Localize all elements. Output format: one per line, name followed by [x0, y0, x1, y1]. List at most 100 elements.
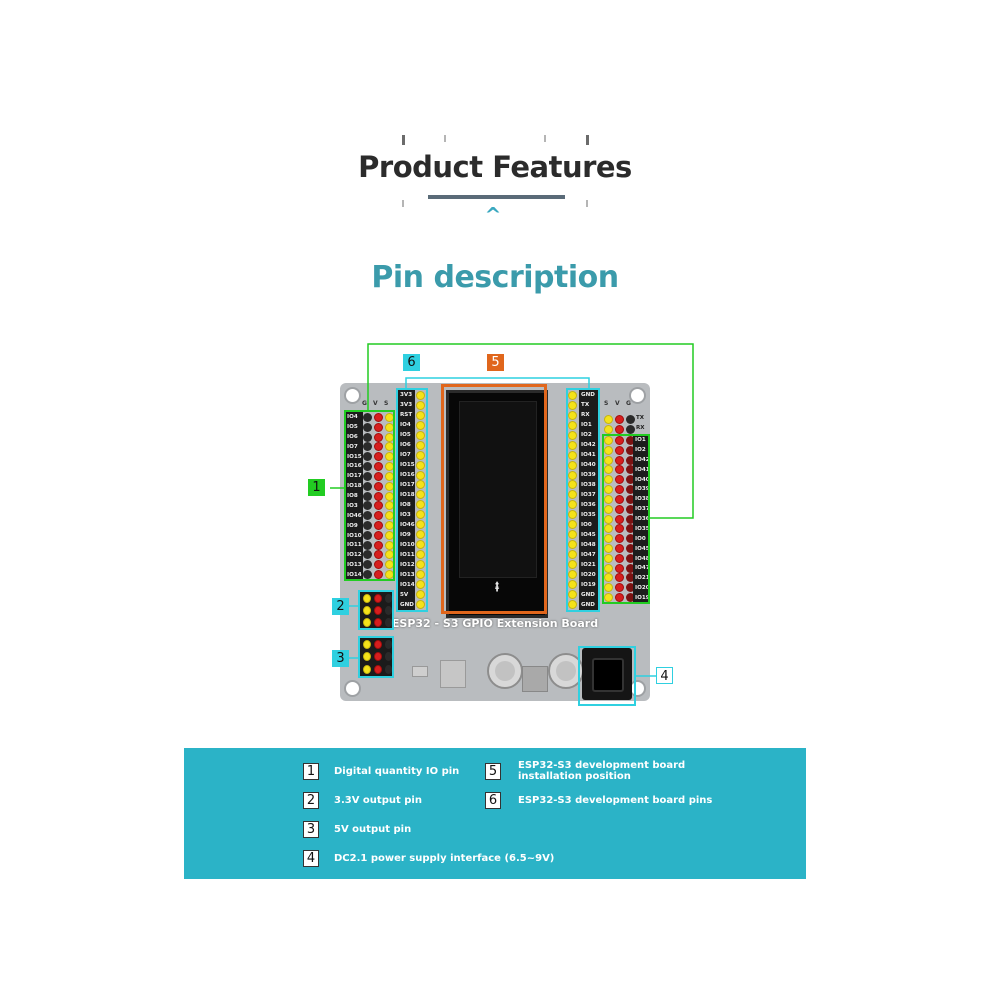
uart-header: TX RX [604, 415, 648, 435]
header-pin [568, 440, 577, 450]
pin-label: GND [581, 392, 595, 398]
section-title: Pin description [371, 260, 619, 295]
pin-label: IO2 [635, 446, 646, 453]
header-pin [615, 436, 624, 445]
header-pin [615, 543, 624, 553]
header-pin [604, 514, 613, 524]
pin-label: IO5 [400, 432, 411, 438]
pin-label: IO9 [400, 532, 411, 538]
header-pin [416, 530, 425, 540]
header-pin [363, 442, 372, 452]
header-pin [416, 480, 425, 490]
header-pin [615, 445, 624, 455]
header-pin [363, 530, 372, 540]
pin-label: IO1 [581, 422, 592, 428]
header-pin [626, 455, 635, 465]
header-pin [363, 491, 372, 501]
header-pin [416, 520, 425, 530]
pin-label: IO11 [347, 542, 362, 549]
legend-text: 5V output pin [334, 824, 412, 835]
header-pin [604, 524, 613, 534]
header-pin [416, 599, 425, 609]
header-pin [604, 534, 613, 544]
header-pin [568, 569, 577, 579]
header-pin [363, 501, 372, 511]
left-gpio-gnd-pins [363, 413, 372, 579]
pin-label: IO12 [347, 552, 362, 559]
pin-label: IO16 [347, 463, 362, 470]
header-pin [363, 452, 372, 462]
header-pin [374, 550, 383, 560]
header-pin [604, 553, 613, 563]
regulator [440, 660, 466, 688]
header-letter: S [384, 400, 389, 407]
header-tick [586, 200, 588, 207]
header-pin [626, 445, 635, 455]
header-pin [416, 400, 425, 410]
header-pin [374, 560, 383, 570]
header-pin [568, 500, 577, 510]
header-pin [374, 511, 383, 521]
pin-label: IO0 [581, 522, 592, 528]
pin-label: IO10 [400, 542, 415, 548]
pin-label: IO37 [635, 506, 649, 513]
header-pin [363, 520, 372, 530]
pin-label: TX [581, 402, 590, 408]
header-pin [626, 583, 635, 593]
header-pin [363, 540, 372, 550]
header-pin [568, 520, 577, 530]
header-pin [615, 553, 624, 563]
callout-2-box [358, 590, 394, 630]
header-tick [402, 200, 404, 207]
header-pin [604, 475, 613, 485]
legend-text: ESP32-S3 development board pins [518, 795, 713, 806]
header-pin [374, 570, 383, 579]
header-letter: V [373, 400, 378, 407]
pin-label: 3V3 [400, 402, 413, 408]
header-pin [374, 442, 383, 452]
header-pin [604, 504, 613, 514]
pin-label: IO46 [400, 522, 415, 528]
callout-3-box [358, 636, 394, 678]
header-pin [568, 470, 577, 480]
header-pin [604, 445, 613, 455]
header-pin [363, 462, 372, 472]
header-pin [416, 460, 425, 470]
pin-label: IO12 [400, 562, 415, 568]
pin-label: IO47 [581, 552, 596, 558]
header-pin [626, 524, 635, 534]
pin-label: IO45 [581, 532, 596, 538]
header-pin [416, 450, 425, 460]
legend-text: 3.3V output pin [334, 795, 422, 806]
pin-label: IO36 [635, 516, 649, 522]
header-pin [604, 593, 613, 602]
pin-label: IO41 [635, 466, 649, 473]
pin-label: 5V [400, 592, 409, 598]
header-pin [615, 573, 624, 583]
dc-jack [582, 648, 632, 700]
header-pin [604, 583, 613, 593]
pin-label: IO48 [581, 542, 596, 548]
mount-hole [629, 387, 646, 404]
pin-label: IO39 [581, 472, 596, 478]
header-pin [568, 460, 577, 470]
callout-4-box [578, 646, 636, 706]
callout-4-number: 4 [656, 667, 673, 684]
callout-5-number: 5 [487, 354, 504, 371]
pin-label: IO10 [347, 532, 362, 539]
header-pin [374, 501, 383, 511]
header-pin [416, 559, 425, 569]
pin-label: IO36 [581, 502, 596, 508]
header-tick [444, 135, 446, 142]
pin-label: IO17 [347, 473, 362, 480]
header-pin [363, 432, 372, 442]
header-tick [402, 135, 405, 145]
header-letter: S [604, 400, 609, 407]
header-pin [374, 530, 383, 540]
left-module-pins [416, 391, 425, 609]
right-module-pins [568, 391, 577, 609]
pin-label: IO7 [347, 443, 358, 450]
